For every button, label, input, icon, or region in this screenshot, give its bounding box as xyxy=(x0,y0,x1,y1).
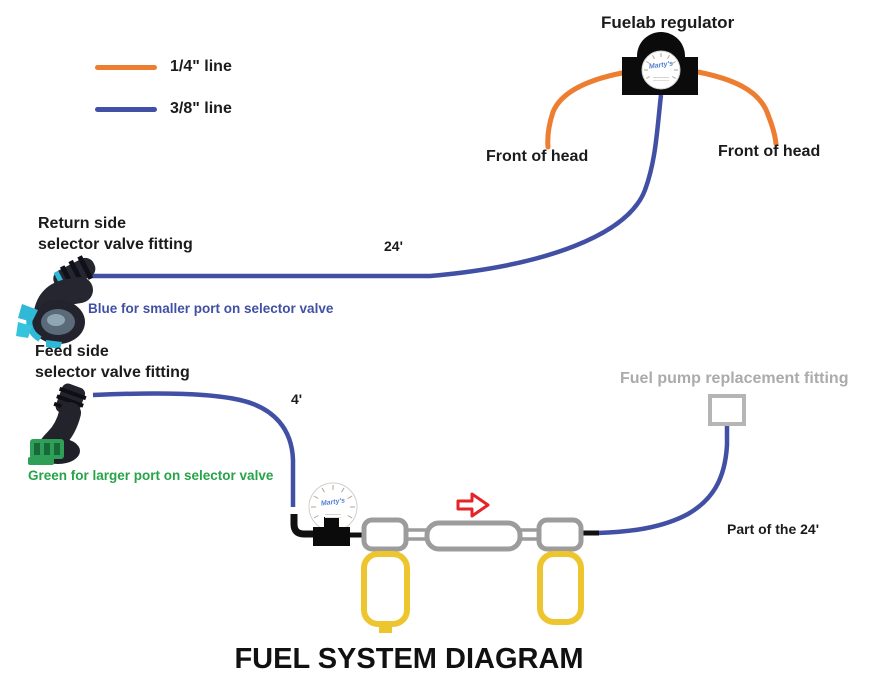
return-side-title-line2: selector valve fitting xyxy=(38,235,193,253)
front-of-head-left-label: Front of head xyxy=(486,148,589,165)
fuelab-regulator xyxy=(622,32,698,95)
feed-hose-4ft xyxy=(92,391,296,507)
return-fitting-photo xyxy=(16,255,96,349)
filter-drain-tab xyxy=(379,623,392,633)
pump-end-cap-right xyxy=(536,517,584,552)
feed-side-title-line1: Feed side xyxy=(35,343,109,360)
replacement-fitting-label: Fuel pump replacement fitting xyxy=(620,370,849,387)
legend-swatch-quarter-line xyxy=(95,65,157,70)
feed-side-note: Green for larger port on selector valve xyxy=(28,468,274,483)
part-of-24ft-note: Part of the 24' xyxy=(727,521,820,537)
legend-swatch-three-eighths-line xyxy=(95,107,157,112)
front-of-head-right-label: Front of head xyxy=(718,143,821,160)
feed-hose-length-label: 4' xyxy=(291,391,303,407)
fuel-pump-replacement-fitting xyxy=(708,394,746,426)
feed-fitting-photo xyxy=(28,383,87,465)
regulator-gauge xyxy=(641,50,681,90)
legend-label-quarter-line: 1/4" line xyxy=(170,58,232,75)
filter-highlight-right xyxy=(537,551,584,625)
tee-gauge-ticks xyxy=(311,485,355,519)
return-side-note: Blue for smaller port on selector valve xyxy=(88,301,334,316)
quarter-line-left-hose xyxy=(545,70,625,150)
pump-outlet-hose xyxy=(597,424,730,536)
gauge-detail xyxy=(653,77,669,78)
tee-gauge-watermark xyxy=(308,482,358,532)
regulator-gauge-ticks xyxy=(644,53,678,79)
gauge-detail xyxy=(325,514,341,515)
inlet-elbow-pipe xyxy=(290,514,313,538)
pump-end-cap-left xyxy=(361,517,409,552)
filter-highlight-left xyxy=(361,551,410,633)
feed-side-title-line2: selector valve fitting xyxy=(35,363,190,381)
return-side-title-line1: Return side xyxy=(38,215,127,232)
feed-side-title: Feed side selector valve fitting xyxy=(35,342,190,384)
return-hose-24ft xyxy=(88,94,664,279)
regulator-label: Fuelab regulator xyxy=(601,13,735,32)
return-hose-length-label: 24' xyxy=(384,238,403,254)
quarter-line-right-hose xyxy=(695,69,779,147)
inlet-tee-fitting xyxy=(313,517,350,546)
legend-label-three-eighths-line: 3/8" line xyxy=(170,100,232,117)
pump-body xyxy=(424,520,523,552)
return-side-title: Return side selector valve fitting xyxy=(38,214,193,256)
diagram-title: FUEL SYSTEM DIAGRAM xyxy=(234,643,584,675)
flow-direction-arrow-icon xyxy=(456,492,490,518)
